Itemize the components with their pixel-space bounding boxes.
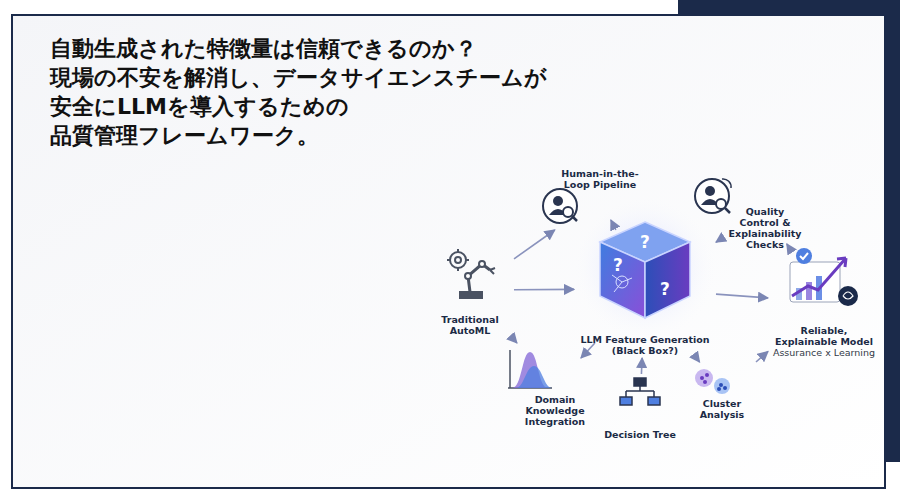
- node-label: Traditional AutoML: [430, 314, 510, 336]
- flow-arrow: [716, 294, 768, 298]
- node-label: Quality Control & Explainability Checks: [725, 206, 805, 250]
- question-mark: ?: [660, 280, 670, 298]
- icon-node: Human-in-the-Loop Pipeline: [540, 168, 660, 228]
- slide-title: 自動生成された特徴量は信頼できるのか？ 現場の不安を解消し、データサイエンスチー…: [50, 34, 610, 150]
- cluster-icon: [695, 369, 730, 394]
- question-mark: ?: [640, 233, 650, 251]
- flow-arrow: [514, 230, 555, 259]
- flow-arrow: [756, 351, 768, 362]
- slide-panel: [12, 15, 885, 488]
- icon-node: Reliable, Explainable ModelAssurance x L…: [770, 246, 878, 358]
- flow-arrow: [513, 338, 517, 343]
- tree-icon: [620, 378, 660, 405]
- icon-node: Domain Knowledge Integration: [505, 345, 605, 427]
- flow-arrow: [611, 220, 616, 230]
- automl-icon: [447, 249, 495, 298]
- icon-node: Traditional AutoML: [428, 244, 512, 336]
- flow-arrow: [787, 244, 792, 252]
- flow-arrow: [641, 358, 643, 374]
- cube-glow: [570, 193, 720, 343]
- flow-arrow: [716, 238, 722, 242]
- person-icon: [695, 179, 731, 213]
- corner-band: [678, 0, 900, 16]
- node-label: Decision Tree: [604, 429, 676, 440]
- chart-icon: [790, 248, 858, 306]
- side-band: [885, 0, 900, 462]
- node-label: Assurance x Learning: [773, 347, 875, 358]
- icon-node: Quality Control & Explainability Checks: [724, 170, 806, 250]
- cube-icon: [600, 222, 690, 318]
- node-label: Reliable, Explainable Model: [771, 325, 877, 347]
- flow-arrow: [581, 343, 595, 358]
- node-label: Cluster Analysis: [691, 398, 753, 420]
- question-mark: ?: [613, 256, 623, 274]
- icon-node: Decision Tree: [600, 376, 680, 440]
- icon-node: Cluster Analysis: [690, 364, 754, 420]
- flow-arrow: [514, 289, 574, 291]
- distribution-icon: [508, 350, 552, 388]
- node-label: Human-in-the-Loop Pipeline: [550, 168, 650, 190]
- node-label: LLM Feature Generation (Black Box?): [577, 334, 713, 356]
- node-label: Domain Knowledge Integration: [515, 394, 595, 427]
- flow-arrow: [697, 358, 700, 362]
- person-icon: [543, 189, 577, 223]
